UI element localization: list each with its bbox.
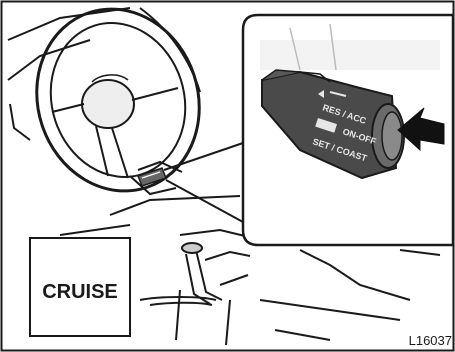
cruise-indicator-box: CRUISE bbox=[30, 238, 130, 336]
cruise-indicator-label: CRUISE bbox=[42, 281, 118, 303]
figure-code: L16037 bbox=[409, 333, 452, 348]
